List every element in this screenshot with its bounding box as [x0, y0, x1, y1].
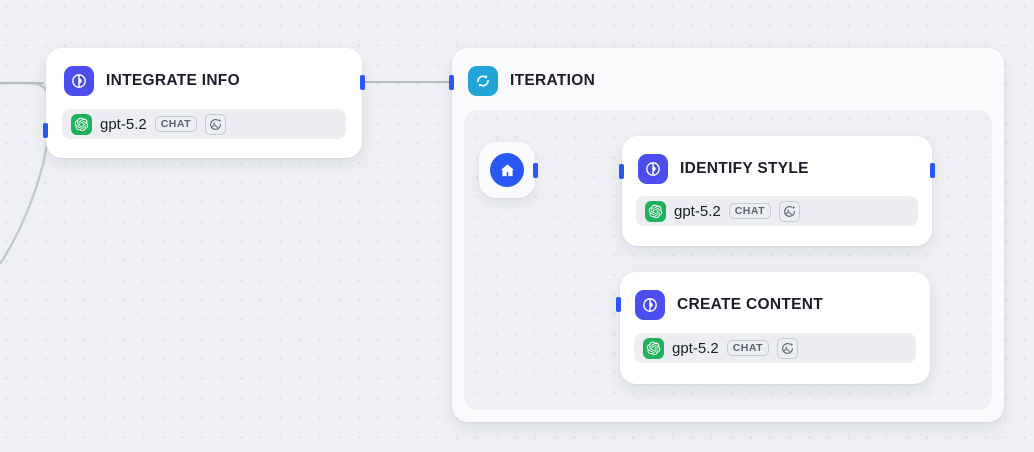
- node-create-content[interactable]: CREATE CONTENT gpt-5.2 CHAT: [616, 272, 930, 384]
- model-type-badge: CHAT: [728, 202, 772, 220]
- node-identify-style[interactable]: IDENTIFY STYLE gpt-5.2 CHAT: [619, 136, 935, 246]
- model-type-badge: CHAT: [154, 115, 198, 133]
- image-sparkle-icon[interactable]: [779, 200, 801, 222]
- model-name: gpt-5.2: [674, 202, 721, 220]
- llm-icon-glyph: [643, 298, 657, 312]
- handle-identify-input[interactable]: [619, 164, 624, 179]
- node-header: CREATE CONTENT: [635, 290, 930, 320]
- model-name: gpt-5.2: [100, 115, 147, 133]
- node-iteration-start[interactable]: [479, 142, 538, 198]
- image-sparkle-glyph: [784, 205, 796, 217]
- model-name: gpt-5.2: [672, 339, 719, 357]
- llm-icon-glyph: [72, 74, 86, 88]
- model-type-badge: CHAT: [726, 339, 770, 357]
- node-title: INTEGRATE INFO: [106, 72, 240, 89]
- loop-icon: [468, 66, 498, 96]
- handle-start-output[interactable]: [533, 163, 538, 178]
- node-header: INTEGRATE INFO: [64, 66, 362, 96]
- llm-icon: [635, 290, 665, 320]
- openai-logo-glyph: [646, 341, 661, 355]
- openai-logo-icon: [643, 337, 664, 359]
- openai-logo-icon: [645, 200, 666, 222]
- node-integrate-info[interactable]: INTEGRATE INFO gpt-5.2 CHAT: [43, 48, 365, 158]
- model-chip-row[interactable]: gpt-5.2 CHAT: [62, 109, 346, 139]
- loop-icon-glyph: [477, 75, 489, 87]
- image-sparkle-glyph: [782, 342, 794, 354]
- llm-icon: [638, 154, 668, 184]
- handle-identify-output[interactable]: [930, 163, 935, 178]
- model-chip-row[interactable]: gpt-5.2 CHAT: [636, 196, 918, 226]
- home-icon-glyph: [500, 163, 514, 176]
- image-sparkle-icon[interactable]: [777, 337, 799, 359]
- node-title: ITERATION: [510, 72, 596, 89]
- node-header: ITERATION: [468, 66, 1004, 96]
- node-header: IDENTIFY STYLE: [638, 154, 932, 184]
- edge-incoming-left: [0, 81, 52, 265]
- handle-iteration-input[interactable]: [449, 75, 454, 90]
- openai-logo-icon: [71, 113, 92, 135]
- llm-icon-glyph: [646, 162, 660, 176]
- model-chip-row[interactable]: gpt-5.2 CHAT: [634, 333, 916, 363]
- home-icon: [490, 153, 524, 187]
- handle-integrate-output[interactable]: [360, 75, 365, 90]
- handle-create-input[interactable]: [616, 297, 621, 312]
- handle-integrate-input[interactable]: [43, 123, 48, 138]
- image-sparkle-glyph: [210, 118, 222, 130]
- openai-logo-glyph: [74, 117, 89, 131]
- node-title: IDENTIFY STYLE: [680, 160, 809, 177]
- openai-logo-glyph: [648, 204, 663, 218]
- image-sparkle-icon[interactable]: [205, 113, 227, 135]
- llm-icon: [64, 66, 94, 96]
- node-title: CREATE CONTENT: [677, 296, 823, 313]
